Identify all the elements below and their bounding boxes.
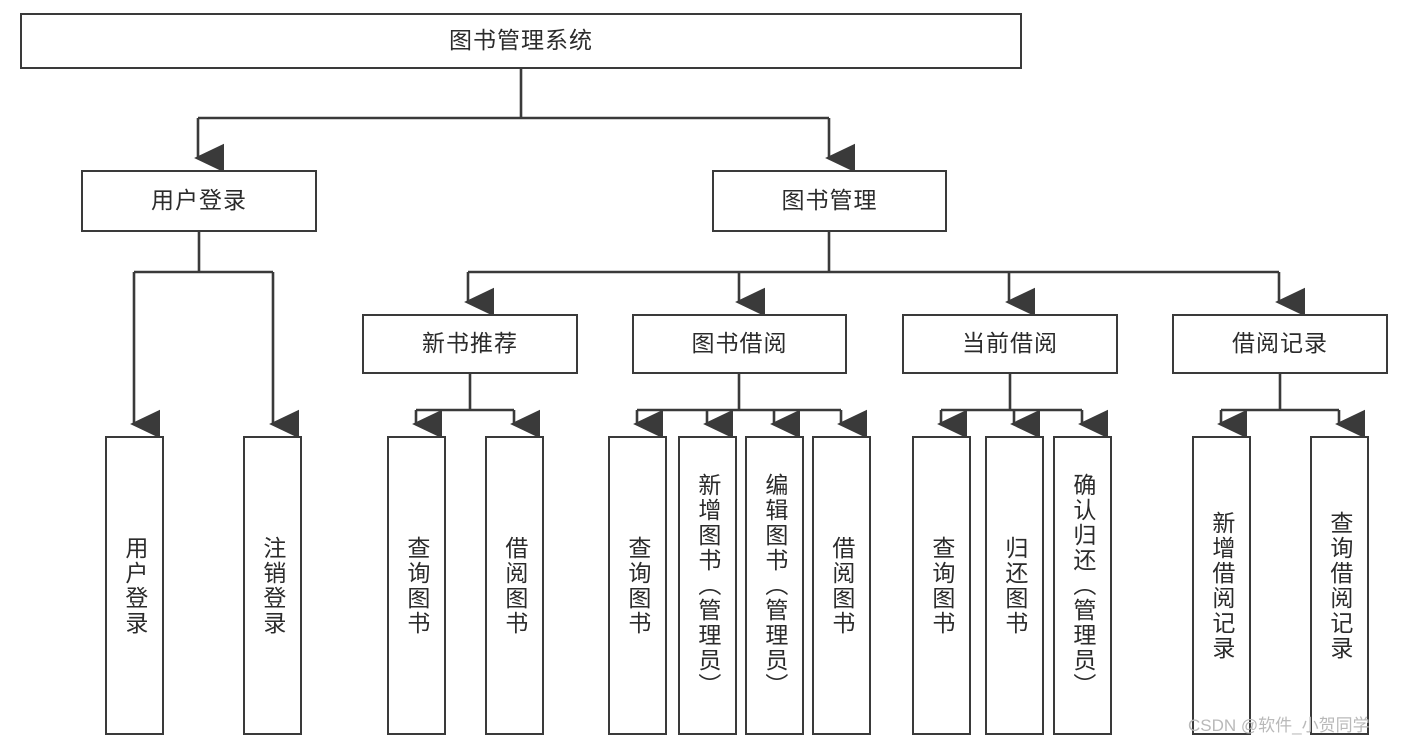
node-leaf-borrow-book[interactable]: 借阅图书	[812, 436, 871, 735]
node-leaf-edit-book-admin[interactable]: 编辑图书（管理员）	[745, 436, 804, 735]
node-user-login[interactable]: 用户登录	[81, 170, 317, 232]
node-current-borrow[interactable]: 当前借阅	[902, 314, 1118, 374]
node-leaf-query-borrow-record-label: 查询借阅记录	[1326, 510, 1353, 661]
node-leaf-return-book-label: 归还图书	[1001, 535, 1028, 636]
node-borrow-record[interactable]: 借阅记录	[1172, 314, 1388, 374]
node-leaf-edit-book-admin-label: 编辑图书（管理员）	[761, 473, 788, 698]
node-leaf-query-book-rec[interactable]: 查询图书	[387, 436, 446, 735]
node-leaf-query-book-borrow-label: 查询图书	[624, 535, 651, 636]
node-leaf-query-borrow-record[interactable]: 查询借阅记录	[1310, 436, 1369, 735]
node-leaf-add-book-admin[interactable]: 新增图书（管理员）	[678, 436, 737, 735]
node-leaf-query-book-rec-label: 查询图书	[403, 535, 430, 636]
node-leaf-user-login[interactable]: 用户登录	[105, 436, 164, 735]
node-leaf-user-login-label: 用户登录	[121, 535, 148, 636]
node-leaf-query-book-borrow[interactable]: 查询图书	[608, 436, 667, 735]
node-leaf-add-borrow-record[interactable]: 新增借阅记录	[1192, 436, 1251, 735]
node-user-login-label: 用户登录	[151, 187, 247, 214]
node-leaf-borrow-book-rec-label: 借阅图书	[501, 535, 528, 636]
node-book-borrow[interactable]: 图书借阅	[632, 314, 847, 374]
node-leaf-confirm-return-admin[interactable]: 确认归还（管理员）	[1053, 436, 1112, 735]
node-leaf-borrow-book-rec[interactable]: 借阅图书	[485, 436, 544, 735]
node-leaf-borrow-book-label: 借阅图书	[828, 535, 855, 636]
node-current-borrow-label: 当前借阅	[962, 330, 1058, 357]
node-leaf-add-borrow-record-label: 新增借阅记录	[1208, 510, 1235, 661]
node-new-book-recommend-label: 新书推荐	[422, 330, 518, 357]
node-leaf-return-book[interactable]: 归还图书	[985, 436, 1044, 735]
node-new-book-recommend[interactable]: 新书推荐	[362, 314, 578, 374]
node-root-label: 图书管理系统	[449, 27, 593, 54]
node-leaf-user-logout-label: 注销登录	[259, 535, 286, 636]
node-root[interactable]: 图书管理系统	[20, 13, 1022, 69]
csdn-watermark: CSDN @软件_小贺同学	[1188, 716, 1370, 735]
node-leaf-user-logout[interactable]: 注销登录	[243, 436, 302, 735]
node-leaf-query-book-current[interactable]: 查询图书	[912, 436, 971, 735]
node-leaf-confirm-return-admin-label: 确认归还（管理员）	[1069, 473, 1096, 698]
node-book-borrow-label: 图书借阅	[691, 330, 788, 357]
node-book-manage[interactable]: 图书管理	[712, 170, 947, 232]
node-borrow-record-label: 借阅记录	[1232, 330, 1328, 357]
node-book-manage-label: 图书管理	[781, 187, 878, 214]
node-leaf-add-book-admin-label: 新增图书（管理员）	[694, 473, 721, 698]
node-leaf-query-book-current-label: 查询图书	[928, 535, 955, 636]
